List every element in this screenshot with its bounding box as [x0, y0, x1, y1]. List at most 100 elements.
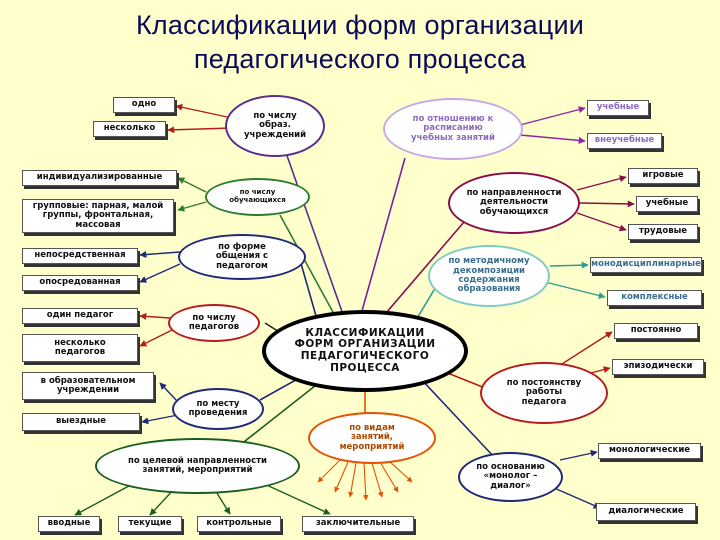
leaf-label: опосредованная	[39, 277, 121, 288]
category-by-institutions: по числу образ. учреждений	[225, 95, 325, 157]
category-by-activity-direction: по направленности деятельности обучающих…	[448, 172, 580, 234]
category-by-attitude: по отношению к расписанию учебных заняти…	[383, 98, 523, 160]
leaf-label: выездные	[56, 416, 106, 427]
edge-play	[576, 175, 627, 191]
category-by-regularity: по постоянству работы педагога	[480, 362, 608, 424]
leaf-label: монодисциплинарные	[591, 259, 701, 270]
leaf-label: монологические	[608, 445, 691, 456]
leaf-several-teachers: несколько педагогов	[22, 334, 138, 362]
edge-nonacademic	[519, 134, 586, 144]
edge-mediated	[139, 263, 181, 283]
edge-complex	[544, 281, 606, 299]
leaf-play: игровые	[628, 168, 698, 184]
category-by-purpose: по целевой направленности занятий, мероп…	[95, 438, 300, 494]
edge-direct	[139, 251, 181, 259]
leaf-complex: комплексные	[607, 290, 702, 306]
leaf-label: один педагог	[46, 310, 114, 321]
category-by-basis: по основанию «монолог – диалог»	[458, 452, 563, 502]
edge-center-learners	[279, 214, 341, 326]
category-by-place: по месту проведения	[172, 388, 264, 430]
page-title: Классификации форм организации педагогич…	[0, 8, 720, 76]
leaf-field: выездные	[22, 413, 140, 431]
edge-center-attitude	[359, 157, 406, 319]
category-label: по постоянству работы педагога	[506, 377, 582, 407]
edge-individual	[177, 177, 207, 193]
edge-center-institutions	[284, 149, 346, 321]
leaf-label: учебные	[596, 102, 640, 113]
leaf-academic: учебные	[587, 100, 649, 116]
category-by-content-integration: по методичному декомпозиции содержания о…	[428, 245, 550, 307]
kind-arrow-burst	[317, 459, 413, 501]
leaf-labor: трудовые	[628, 224, 698, 240]
category-label: по методичному декомпозиции содержания о…	[448, 256, 530, 295]
leaf-monologic: монологические	[598, 443, 701, 459]
category-by-communication: по форме общения с педагогом	[178, 234, 306, 280]
leaf-label: одно	[131, 99, 157, 110]
leaf-label: несколько	[103, 123, 156, 134]
leaf-label: комплексные	[621, 292, 688, 303]
edge-monologic	[559, 449, 598, 461]
edge-study	[579, 200, 635, 208]
center-label: КЛАССИФИКАЦИИ ФОРМ ОРГАНИЗАЦИИ ПЕДАГОГИЧ…	[294, 326, 436, 374]
leaf-label: текущие	[128, 518, 172, 529]
leaf-label: диалогические	[608, 506, 684, 517]
leaf-in-school: в образовательном учреждении	[22, 372, 154, 400]
leaf-individual: индивидуализированные	[22, 170, 177, 186]
edge-group	[177, 201, 207, 212]
leaf-label: индивидуализированные	[36, 172, 163, 183]
leaf-current: текущие	[118, 516, 182, 532]
leaf-permanent: постоянно	[614, 323, 698, 339]
leaf-direct: непосредственная	[22, 248, 138, 264]
leaf-label: постоянно	[630, 325, 682, 336]
category-label: по видам занятий, мероприятий	[339, 422, 405, 452]
leaf-label: вводные	[47, 518, 91, 529]
category-by-teachers-count: по числу педагогов	[168, 304, 260, 342]
category-label: по направленности деятельности обучающих…	[466, 187, 562, 217]
edge-odno	[175, 103, 233, 119]
leaf-label: трудовые	[638, 226, 688, 237]
leaf-one-teacher: один педагог	[22, 308, 138, 324]
edge-in-school	[159, 382, 179, 403]
leaf-label: заключительные	[315, 518, 401, 529]
center-classification-node: КЛАССИФИКАЦИИ ФОРМ ОРГАНИЗАЦИИ ПЕДАГОГИЧ…	[262, 310, 468, 392]
category-label: по месту проведения	[188, 398, 248, 418]
leaf-label: групповые: парная, малой группы, фронтал…	[32, 200, 164, 230]
edge-monodisciplinary	[549, 261, 589, 269]
leaf-label: несколько педагогов	[54, 337, 106, 357]
edge-several-teachers	[139, 329, 173, 347]
leaf-odno: одно	[113, 97, 175, 113]
edge-one-teacher	[139, 312, 171, 320]
leaf-label: непосредственная	[34, 250, 126, 261]
category-by-kind: по видам занятий, мероприятий	[308, 412, 436, 464]
leaf-mediated: опосредованная	[22, 275, 138, 291]
leaf-control: контрольные	[197, 516, 281, 532]
leaf-episodic: эпизодически	[612, 359, 704, 375]
category-label: по форме общения с педагогом	[215, 241, 269, 271]
leaf-monodisciplinary: монодисциплинарные	[590, 257, 702, 273]
leaf-study: учебные	[636, 196, 698, 212]
leaf-label: контрольные	[206, 518, 272, 529]
edge-control	[214, 489, 231, 515]
category-label: по числу педагогов	[188, 312, 240, 332]
leaf-neskolko: несколько	[93, 121, 166, 137]
edge-field	[141, 414, 179, 425]
title-line-1: Классификации форм организации	[135, 10, 585, 40]
edge-final	[259, 481, 331, 515]
category-label: по основанию «монолог – диалог»	[476, 461, 545, 491]
leaf-label: игровые	[642, 170, 684, 181]
leaf-group: групповые: парная, малой группы, фронтал…	[22, 199, 174, 233]
edge-center-direction	[379, 214, 471, 321]
leaf-label: учебные	[645, 198, 689, 209]
leaf-label: в образовательном учреждении	[40, 375, 136, 395]
leaf-final: заключительные	[302, 516, 414, 532]
edge-neskolko	[167, 126, 233, 134]
category-label: по отношению к расписанию учебных заняти…	[411, 113, 495, 143]
title-line-2: педагогического процесса	[193, 44, 527, 74]
leaf-label: эпизодически	[623, 361, 693, 372]
category-label: по целевой направленности занятий, мероп…	[127, 455, 268, 475]
leaf-intro: вводные	[38, 516, 100, 532]
category-label: по числу обучающихся	[229, 188, 286, 204]
edge-center-basis	[419, 377, 496, 459]
category-by-learners-count: по числу обучающихся	[205, 178, 310, 216]
leaf-label: внеучебные	[594, 135, 655, 146]
